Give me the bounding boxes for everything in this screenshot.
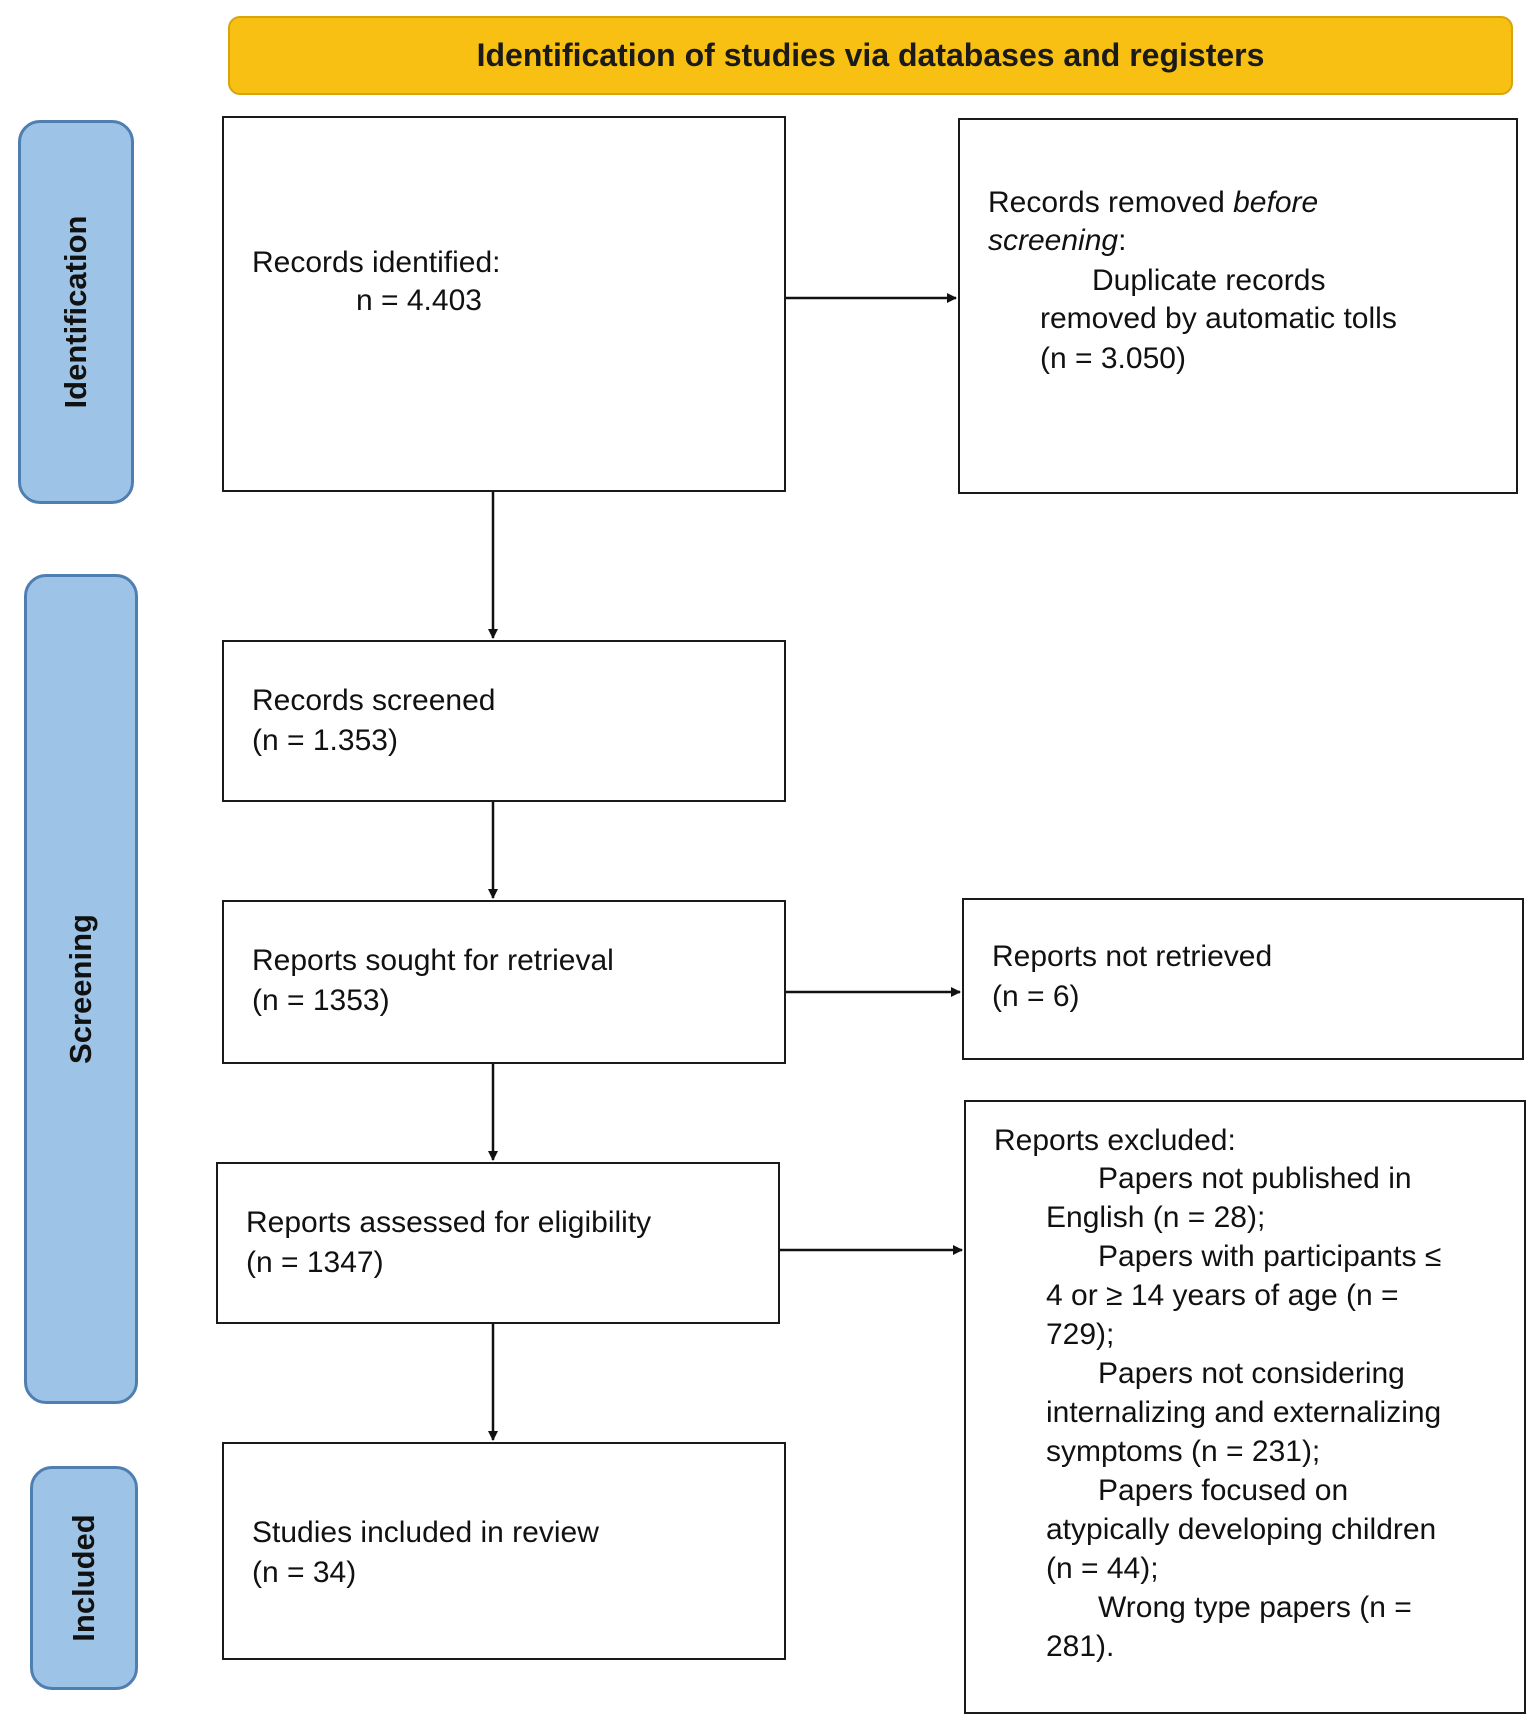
- reports-sought-label: Reports sought for retrieval: [252, 944, 614, 977]
- records-removed-item-line-1: Duplicate records: [1092, 264, 1326, 297]
- records-identified-label: Records identified:: [252, 246, 501, 279]
- records-screened-count: (n = 1.353): [252, 724, 398, 757]
- reports-sought-box: Reports sought for retrieval (n = 1353): [222, 900, 786, 1064]
- records-screened-label: Records screened: [252, 684, 496, 717]
- excluded-line: symptoms (n = 231);: [1046, 1435, 1321, 1468]
- records-removed-item-count: (n = 3.050): [1040, 342, 1186, 375]
- reports-not-retrieved-label: Reports not retrieved: [992, 940, 1273, 973]
- records-removed-box: Records removed before screening: Duplic…: [958, 118, 1518, 494]
- reports-not-retrieved-count: (n = 6): [992, 980, 1080, 1013]
- reports-assessed-box: Reports assessed for eligibility (n = 13…: [216, 1162, 780, 1324]
- studies-included-box: Studies included in review (n = 34): [222, 1442, 786, 1660]
- records-removed-italic-screening: screening: [988, 224, 1119, 257]
- records-removed-italic-before: before: [1233, 186, 1319, 219]
- header-banner: Identification of studies via databases …: [228, 16, 1513, 95]
- reports-assessed-label: Reports assessed for eligibility: [246, 1206, 652, 1239]
- excluded-line: English (n = 28);: [1046, 1201, 1266, 1234]
- header-title: Identification of studies via databases …: [476, 37, 1265, 73]
- records-identified-box: Records identified: n = 4.403: [222, 116, 786, 492]
- excluded-line: (n = 44);: [1046, 1552, 1159, 1585]
- excluded-line: Papers focused on: [1098, 1474, 1349, 1507]
- studies-included-label: Studies included in review: [252, 1516, 599, 1549]
- excluded-line: Papers with participants ≤: [1098, 1240, 1442, 1273]
- excluded-line: internalizing and externalizing: [1046, 1396, 1442, 1429]
- excluded-line: atypically developing children: [1046, 1513, 1437, 1546]
- records-removed-heading: Records removed before screening:: [988, 184, 1318, 260]
- records-removed-prefix: Records removed: [988, 186, 1234, 219]
- phase-identification: Identification: [18, 120, 134, 504]
- records-removed-item-line-2: removed by automatic tolls: [1040, 302, 1397, 335]
- excluded-line: Papers not considering: [1098, 1357, 1405, 1390]
- excluded-line: 729);: [1046, 1318, 1115, 1351]
- excluded-line: Wrong type papers (n =: [1098, 1591, 1412, 1624]
- records-screened-box: Records screened (n = 1.353): [222, 640, 786, 802]
- phase-included: Included: [30, 1466, 138, 1690]
- reports-not-retrieved-box: Reports not retrieved (n = 6): [962, 898, 1524, 1060]
- phase-screening: Screening: [24, 574, 138, 1404]
- reports-assessed-count: (n = 1347): [246, 1246, 384, 1279]
- studies-included-count: (n = 34): [252, 1556, 357, 1589]
- reports-sought-count: (n = 1353): [252, 984, 390, 1017]
- reports-excluded-box: Reports excluded: Papers not published i…: [964, 1100, 1526, 1714]
- records-removed-suffix: :: [1118, 224, 1127, 257]
- records-identified-count: n = 4.403: [356, 284, 482, 317]
- excluded-line: 4 or ≥ 14 years of age (n =: [1046, 1279, 1399, 1312]
- excluded-line: 281).: [1046, 1630, 1115, 1663]
- reports-excluded-label: Reports excluded:: [994, 1124, 1236, 1157]
- excluded-line: Papers not published in: [1098, 1162, 1412, 1195]
